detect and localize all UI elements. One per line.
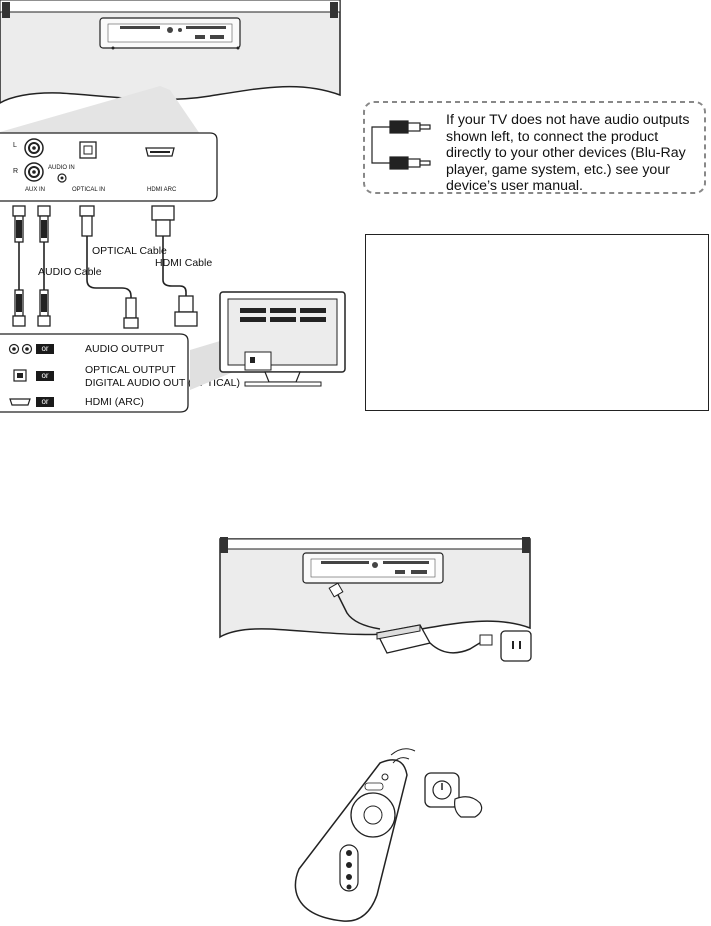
cables-illustration [12,205,198,329]
or-badge-2: or [41,371,49,380]
or-badge-3: or [41,397,49,406]
note-text: If your TV does not have audio outputs s… [446,112,700,195]
connector-panel [0,132,218,202]
soundbar-power-illustration [219,537,532,662]
label-optical-in: OPTICAL IN [72,187,106,193]
label-l: L [13,142,17,149]
empty-text-box [365,234,709,411]
or-badge-1: or [41,344,49,353]
tv-rear-illustration [190,291,346,390]
legend-hdmi-arc: HDMI (ARC) [85,396,144,408]
legend-box [0,333,189,413]
audio-cable-label: AUDIO Cable [38,266,102,278]
legend-audio-output: AUDIO OUTPUT [85,343,165,355]
hdmi-cable-label: HDMI Cable [155,257,213,269]
label-r: R [13,168,19,175]
note-line-4: player, game system, etc.) see your [446,161,670,178]
note-line-1: If your TV does not have audio outputs [446,112,690,128]
note-line-2: shown left, to connect the product [446,128,659,145]
label-hdmi-arc: HDMI ARC [147,187,177,193]
soundbar-top-illustration [0,0,341,104]
note-box-border [363,101,706,194]
legend-optical-output-1: OPTICAL OUTPUT [85,364,176,376]
optical-cable-label: OPTICAL Cable [92,245,167,257]
note-line-5: device’s user manual. [446,178,583,195]
note-line-3: directly to your other devices (Blu-Ray [446,145,686,162]
remote-control-illustration [294,748,483,922]
zoom-wedge [0,86,200,134]
label-audio-in: AUDIO IN [48,165,75,171]
rca-cable-icon [371,120,431,170]
label-aux-in: AUX IN [25,187,46,193]
